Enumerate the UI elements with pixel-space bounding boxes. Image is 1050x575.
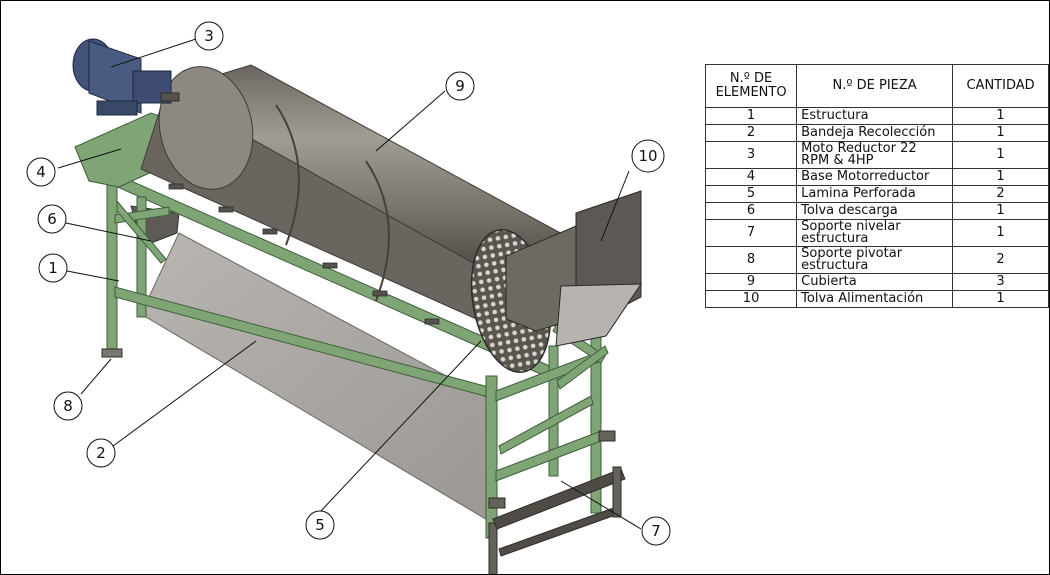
bom-row: 6 Tolva descarga 1 xyxy=(704,202,1049,220)
bom-part-name: Tolva Alimentación xyxy=(796,290,954,308)
bom-quantity: 1 xyxy=(952,290,1049,308)
svg-text:10: 10 xyxy=(638,147,657,165)
bom-header-qty: CANTIDAD xyxy=(952,64,1049,108)
bom-quantity: 2 xyxy=(952,185,1049,203)
bom-row: 9 Cubierta 3 xyxy=(704,273,1049,291)
bom-quantity: 1 xyxy=(952,124,1049,142)
leader-lines xyxy=(57,38,642,530)
callout-9: 9 xyxy=(445,71,475,101)
bom-element-number: 5 xyxy=(704,185,798,203)
bom-element-number: 1 xyxy=(704,107,798,125)
machine-assembly-drawing: 3 9 10 4 6 1 8 2 5 7 xyxy=(26,21,671,574)
bom-part-name: Soporte pivotar estructura xyxy=(796,246,954,274)
svg-text:9: 9 xyxy=(455,77,465,95)
svg-text:2: 2 xyxy=(96,444,106,462)
callout-6: 6 xyxy=(37,204,67,234)
bom-element-number: 3 xyxy=(704,141,798,169)
svg-text:7: 7 xyxy=(651,522,661,540)
bom-quantity: 1 xyxy=(952,202,1049,220)
svg-text:5: 5 xyxy=(315,516,325,534)
bom-element-number: 6 xyxy=(704,202,798,220)
callout-8: 8 xyxy=(53,391,83,421)
svg-text:8: 8 xyxy=(63,397,73,415)
bom-row: 7 Soporte nivelar estructura 1 xyxy=(704,219,1049,247)
bom-part-name: Bandeja Recolección xyxy=(796,124,954,142)
bom-part-name: Cubierta xyxy=(796,273,954,291)
bom-quantity: 1 xyxy=(952,141,1049,169)
bom-quantity: 1 xyxy=(952,107,1049,125)
callout-10: 10 xyxy=(631,139,665,173)
svg-text:3: 3 xyxy=(204,27,214,45)
callout-2: 2 xyxy=(86,438,116,468)
bom-element-number: 7 xyxy=(704,219,798,247)
bom-element-number: 10 xyxy=(704,290,798,308)
bom-row: 8 Soporte pivotar estructura 2 xyxy=(704,246,1049,274)
bom-quantity: 1 xyxy=(952,168,1049,186)
bom-row: 4 Base Motorreductor 1 xyxy=(704,168,1049,186)
callout-4: 4 xyxy=(26,157,56,187)
leveling-support xyxy=(488,430,626,574)
bom-part-name: Lamina Perforada xyxy=(796,185,954,203)
bom-part-name: Soporte nivelar estructura xyxy=(796,219,954,247)
bom-part-name: Moto Reductor 22 RPM & 4HP xyxy=(796,141,954,169)
bom-row: 3 Moto Reductor 22 RPM & 4HP 1 xyxy=(704,141,1049,169)
bom-element-number: 9 xyxy=(704,273,798,291)
bom-row: 10 Tolva Alimentación 1 xyxy=(704,290,1049,308)
svg-text:1: 1 xyxy=(48,259,58,277)
feed-hopper xyxy=(505,190,642,347)
drum-cover xyxy=(140,64,568,325)
bom-quantity: 2 xyxy=(952,246,1049,274)
bom-row: 2 Bandeja Recolección 1 xyxy=(704,124,1049,142)
bom-quantity: 3 xyxy=(952,273,1049,291)
bom-part-name: Estructura xyxy=(796,107,954,125)
bom-header-element: N.º DE ELEMENTO xyxy=(704,64,798,108)
bom-part-name: Tolva descarga xyxy=(796,202,954,220)
bom-element-number: 8 xyxy=(704,246,798,274)
bom-header-part: N.º DE PIEZA xyxy=(796,64,954,108)
bom-row: 5 Lamina Perforada 2 xyxy=(704,185,1049,203)
pivot-support-foot xyxy=(101,348,123,358)
callout-5: 5 xyxy=(305,510,335,540)
svg-text:6: 6 xyxy=(47,210,57,228)
callout-7: 7 xyxy=(641,516,671,546)
callout-3: 3 xyxy=(194,21,224,51)
motor-reducer xyxy=(72,38,180,116)
bom-row: 1 Estructura 1 xyxy=(704,107,1049,125)
callout-1: 1 xyxy=(38,253,68,283)
bom-quantity: 1 xyxy=(952,219,1049,247)
bom-header-row: N.º DE ELEMENTO N.º DE PIEZA CANTIDAD xyxy=(704,64,1049,108)
svg-text:4: 4 xyxy=(36,163,46,181)
bom-part-name: Base Motorreductor xyxy=(796,168,954,186)
bom-element-number: 4 xyxy=(704,168,798,186)
bom-element-number: 2 xyxy=(704,124,798,142)
bill-of-materials-table: N.º DE ELEMENTO N.º DE PIEZA CANTIDAD 1 … xyxy=(704,64,1049,308)
